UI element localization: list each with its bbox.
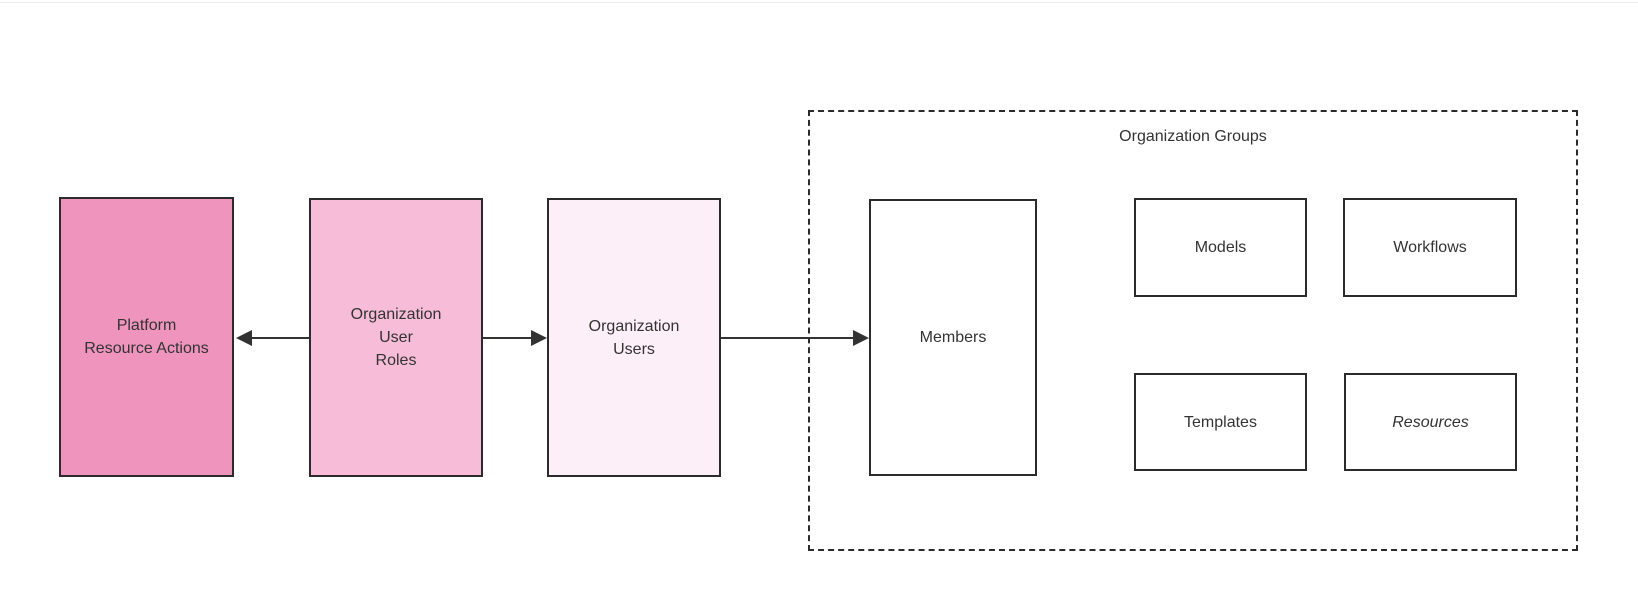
node-resources: Resources [1344,373,1517,471]
node-label: Models [1194,239,1247,256]
node-workflows: Workflows [1343,198,1517,297]
group-organization-groups: Organization Groups [808,110,1578,551]
node-organization-user-roles: Organization User Roles [309,198,483,477]
node-templates: Templates [1134,373,1307,471]
node-label: Organization Users [588,317,680,358]
arrowhead-right-icon [853,330,869,346]
node-label: Members [919,329,987,346]
node-platform-resource-actions: Platform Resource Actions [59,197,234,477]
node-members: Members [869,199,1037,476]
node-label: Organization User Roles [350,306,442,369]
arrowhead-right-icon [531,330,547,346]
arrow-line [483,337,531,339]
arrow-line [721,337,853,339]
node-label: Workflows [1393,239,1467,256]
group-title: Organization Groups [1119,128,1267,145]
node-label: Resources [1392,413,1469,431]
node-label: Templates [1184,413,1257,431]
arrow-line [252,337,309,339]
node-label: Platform Resource Actions [84,317,209,357]
top-divider [0,2,1638,3]
node-models: Models [1134,198,1307,297]
node-organization-users: Organization Users [547,198,721,477]
arrowhead-left-icon [236,330,252,346]
